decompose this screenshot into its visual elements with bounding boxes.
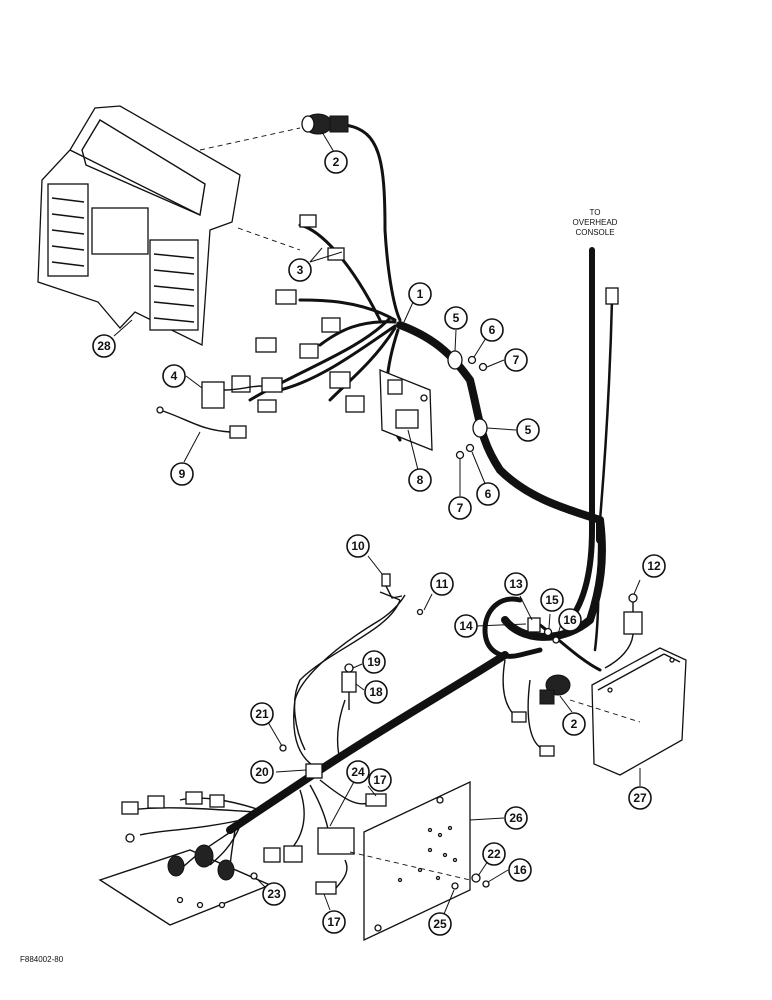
svg-text:11: 11 bbox=[436, 577, 449, 591]
svg-text:13: 13 bbox=[509, 577, 523, 591]
callout-c15: 15 bbox=[540, 588, 564, 612]
callout-c3: 3 bbox=[288, 258, 312, 282]
svg-text:14: 14 bbox=[459, 619, 473, 633]
svg-text:27: 27 bbox=[633, 791, 647, 805]
callout-c12: 12 bbox=[642, 554, 666, 578]
callout-c7a: 7 bbox=[504, 348, 528, 372]
upper-harness bbox=[248, 123, 606, 641]
svg-text:21: 21 bbox=[255, 707, 269, 721]
callout-c28: 28 bbox=[92, 334, 116, 358]
callout-c18: 18 bbox=[364, 680, 388, 704]
svg-text:24: 24 bbox=[351, 765, 365, 779]
svg-text:6: 6 bbox=[489, 323, 496, 337]
callout-c5a: 5 bbox=[444, 306, 468, 330]
mid-harness bbox=[482, 596, 602, 757]
leader-lines bbox=[113, 131, 641, 915]
callout-c9: 9 bbox=[170, 462, 194, 486]
svg-text:10: 10 bbox=[351, 539, 365, 553]
callout-c6b: 6 bbox=[476, 482, 500, 506]
callout-c21: 21 bbox=[250, 702, 274, 726]
callout-c19: 19 bbox=[362, 650, 386, 674]
callout-c26: 26 bbox=[504, 806, 528, 830]
callout-c23: 23 bbox=[262, 882, 286, 906]
overhead-console-leads: TO OVERHEAD CONSOLE bbox=[567, 208, 619, 652]
sensor-lead-9 bbox=[156, 406, 247, 439]
switch-4 bbox=[201, 375, 263, 409]
callout-c5b: 5 bbox=[516, 418, 540, 442]
svg-text:2: 2 bbox=[333, 155, 340, 169]
callout-c10: 10 bbox=[346, 534, 370, 558]
harness-clamp bbox=[279, 744, 323, 779]
overhead-note-line3: CONSOLE bbox=[575, 228, 614, 237]
instrument-cluster-housing bbox=[37, 105, 301, 347]
svg-text:25: 25 bbox=[433, 917, 447, 931]
svg-text:23: 23 bbox=[267, 887, 281, 901]
callout-c16a: 16 bbox=[558, 608, 582, 632]
callout-c11: 11 bbox=[430, 572, 454, 596]
svg-text:8: 8 bbox=[417, 473, 424, 487]
right-vent-grille bbox=[149, 239, 199, 331]
control-module bbox=[569, 647, 687, 776]
svg-text:15: 15 bbox=[545, 593, 559, 607]
callout-c17b: 17 bbox=[322, 910, 346, 934]
callout-c17a: 17 bbox=[368, 768, 392, 792]
upper-connectors bbox=[255, 214, 365, 413]
overhead-note-line2: OVERHEAD bbox=[573, 218, 618, 227]
overhead-note-line1: TO bbox=[590, 208, 601, 217]
svg-text:17: 17 bbox=[327, 915, 341, 929]
left-vent-grille bbox=[47, 183, 89, 277]
svg-text:26: 26 bbox=[509, 811, 523, 825]
callout-c1: 1 bbox=[408, 282, 432, 306]
callout-c16b: 16 bbox=[508, 858, 532, 882]
sender-10 bbox=[293, 573, 424, 751]
svg-text:18: 18 bbox=[369, 685, 383, 699]
callout-c13: 13 bbox=[504, 572, 528, 596]
svg-text:19: 19 bbox=[367, 655, 381, 669]
callout-c14: 14 bbox=[454, 614, 478, 638]
round-connector-upper bbox=[301, 113, 349, 135]
lower-connectors bbox=[121, 791, 387, 895]
svg-text:6: 6 bbox=[485, 487, 492, 501]
svg-text:12: 12 bbox=[647, 559, 661, 573]
relay-panel bbox=[379, 369, 433, 451]
callout-c2b: 2 bbox=[562, 712, 586, 736]
switch-12 bbox=[604, 593, 643, 669]
svg-text:16: 16 bbox=[513, 863, 527, 877]
svg-text:2: 2 bbox=[571, 717, 578, 731]
svg-text:4: 4 bbox=[171, 369, 178, 383]
grommets bbox=[447, 350, 488, 460]
figure-id: F884002-80 bbox=[20, 955, 64, 964]
callout-c8: 8 bbox=[408, 468, 432, 492]
callout-c2a: 2 bbox=[324, 150, 348, 174]
svg-text:7: 7 bbox=[513, 353, 520, 367]
switch-bracket bbox=[98, 844, 272, 926]
svg-text:7: 7 bbox=[457, 501, 464, 515]
svg-text:1: 1 bbox=[417, 287, 424, 301]
svg-text:20: 20 bbox=[255, 765, 269, 779]
svg-text:5: 5 bbox=[525, 423, 532, 437]
callout-c7b: 7 bbox=[448, 496, 472, 520]
callout-c24: 24 bbox=[346, 760, 370, 784]
svg-text:9: 9 bbox=[179, 467, 186, 481]
svg-text:3: 3 bbox=[297, 263, 304, 277]
callout-c20: 20 bbox=[250, 760, 274, 784]
callout-c27: 27 bbox=[628, 786, 652, 810]
fuse-holder bbox=[341, 663, 357, 710]
svg-text:17: 17 bbox=[373, 773, 387, 787]
svg-text:5: 5 bbox=[453, 311, 460, 325]
svg-text:16: 16 bbox=[563, 613, 577, 627]
callout-c25: 25 bbox=[428, 912, 452, 936]
callout-c22: 22 bbox=[482, 842, 506, 866]
callout-c4: 4 bbox=[162, 364, 186, 388]
svg-text:28: 28 bbox=[97, 339, 111, 353]
svg-text:22: 22 bbox=[487, 847, 501, 861]
callout-c6a: 6 bbox=[480, 318, 504, 342]
